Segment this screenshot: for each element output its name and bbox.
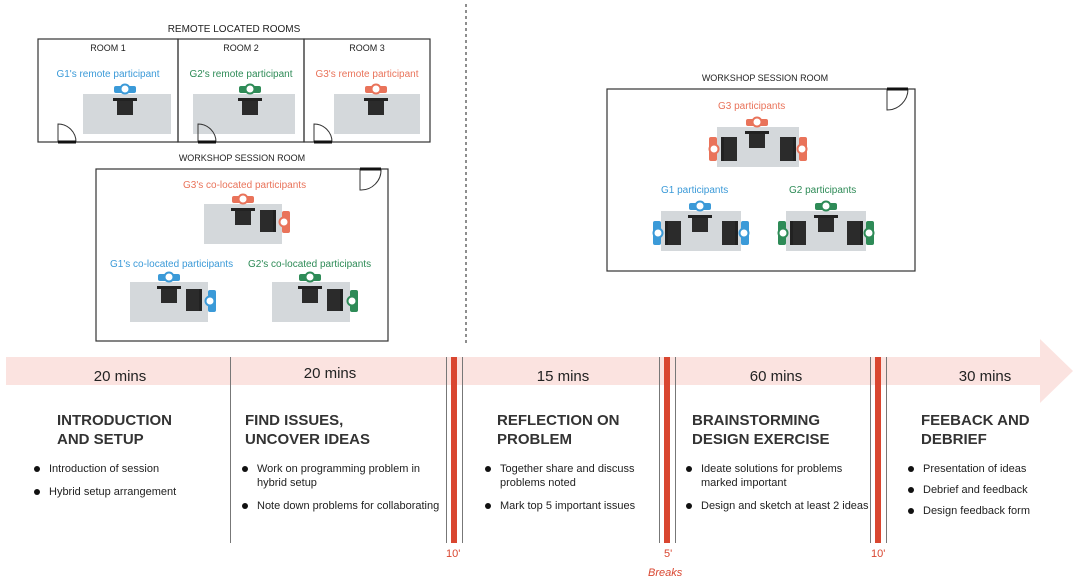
- phase-1-duration: 20 mins: [93, 368, 147, 385]
- list-item: Design feedback form: [906, 504, 1066, 518]
- list-item: Design and sketch at least 2 ideas: [684, 499, 869, 513]
- break-3-duration: 10': [871, 548, 886, 560]
- right-g3-label: G3 participants: [718, 101, 786, 112]
- list-item: Hybrid setup arrangement: [32, 485, 222, 499]
- break-1-duration: 10': [446, 548, 461, 560]
- room-3-label: ROOM 3: [349, 43, 385, 53]
- break-2-bar: [664, 357, 670, 543]
- list-item: Together share and discuss problems note…: [483, 462, 658, 490]
- phase-2-duration: 20 mins: [303, 365, 357, 382]
- phase-5-duration: 30 mins: [958, 368, 1012, 385]
- left-g3-label: G3's co-located participants: [183, 180, 307, 191]
- phase-5-bullets: Presentation of ideas Debrief and feedba…: [906, 462, 1066, 525]
- list-item: Ideate solutions for problems marked imp…: [684, 462, 869, 490]
- break-2-line-right: [675, 357, 676, 543]
- right-g1-label: G1 participants: [661, 185, 729, 196]
- right-session-room-outline: [606, 88, 916, 272]
- list-item: Presentation of ideas: [906, 462, 1066, 476]
- phase-2-bullets: Work on programming problem in hybrid se…: [240, 462, 440, 522]
- remote-rooms-title: REMOTE LOCATED ROOMS: [167, 24, 301, 35]
- right-session-room-title: WORKSHOP SESSION ROOM: [701, 73, 829, 83]
- phase-1-title: INTRODUCTION AND SETUP: [57, 412, 172, 448]
- breaks-caption: Breaks: [648, 567, 683, 579]
- list-item: Mark top 5 important issues: [483, 499, 658, 513]
- phase-3-title: REFLECTION ON PROBLEM: [497, 412, 620, 448]
- break-1-line-right: [462, 357, 463, 543]
- room-3-outline: [303, 38, 431, 143]
- room-3-participant-label: G3's remote participant: [315, 69, 419, 80]
- left-session-room-outline: [95, 168, 389, 342]
- left-g1-label: G1's co-located participants: [110, 259, 234, 270]
- break-2-line: [659, 357, 660, 543]
- room-1-label: ROOM 1: [90, 43, 126, 53]
- list-item: Note down problems for collaborating: [240, 499, 440, 513]
- phase-3-duration: 15 mins: [536, 368, 590, 385]
- phase-1-bullets: Introduction of session Hybrid setup arr…: [32, 462, 222, 508]
- break-3-line-right: [886, 357, 887, 543]
- break-3-line: [870, 357, 871, 543]
- room-layout-graphic: [37, 4, 916, 345]
- break-1-line: [446, 357, 447, 543]
- phase-separator: [230, 357, 231, 543]
- phase-4-title: BRAINSTORMING DESIGN EXERCISE: [692, 412, 830, 448]
- phase-3-bullets: Together share and discuss problems note…: [483, 462, 658, 522]
- list-item: Introduction of session: [32, 462, 222, 476]
- room-2-participant-label: G2's remote participant: [189, 69, 293, 80]
- left-g2-label: G2's co-located participants: [248, 259, 372, 270]
- phase-4-duration: 60 mins: [749, 368, 803, 385]
- room-1-participant-label: G1's remote participant: [56, 69, 160, 80]
- list-item: Debrief and feedback: [906, 483, 1066, 497]
- room-2-label: ROOM 2: [223, 43, 259, 53]
- timeline-arrow: [6, 339, 1073, 403]
- phase-2-title: FIND ISSUES, UNCOVER IDEAS: [245, 412, 371, 448]
- right-g2-label: G2 participants: [789, 185, 857, 196]
- phase-4-bullets: Ideate solutions for problems marked imp…: [684, 462, 869, 522]
- break-1-bar: [451, 357, 457, 543]
- left-session-room-title: WORKSHOP SESSION ROOM: [178, 153, 306, 163]
- break-2-duration: 5': [664, 548, 673, 560]
- list-item: Work on programming problem in hybrid se…: [240, 462, 440, 490]
- phase-5-title: FEEBACK AND DEBRIEF: [921, 412, 1030, 448]
- break-3-bar: [875, 357, 881, 543]
